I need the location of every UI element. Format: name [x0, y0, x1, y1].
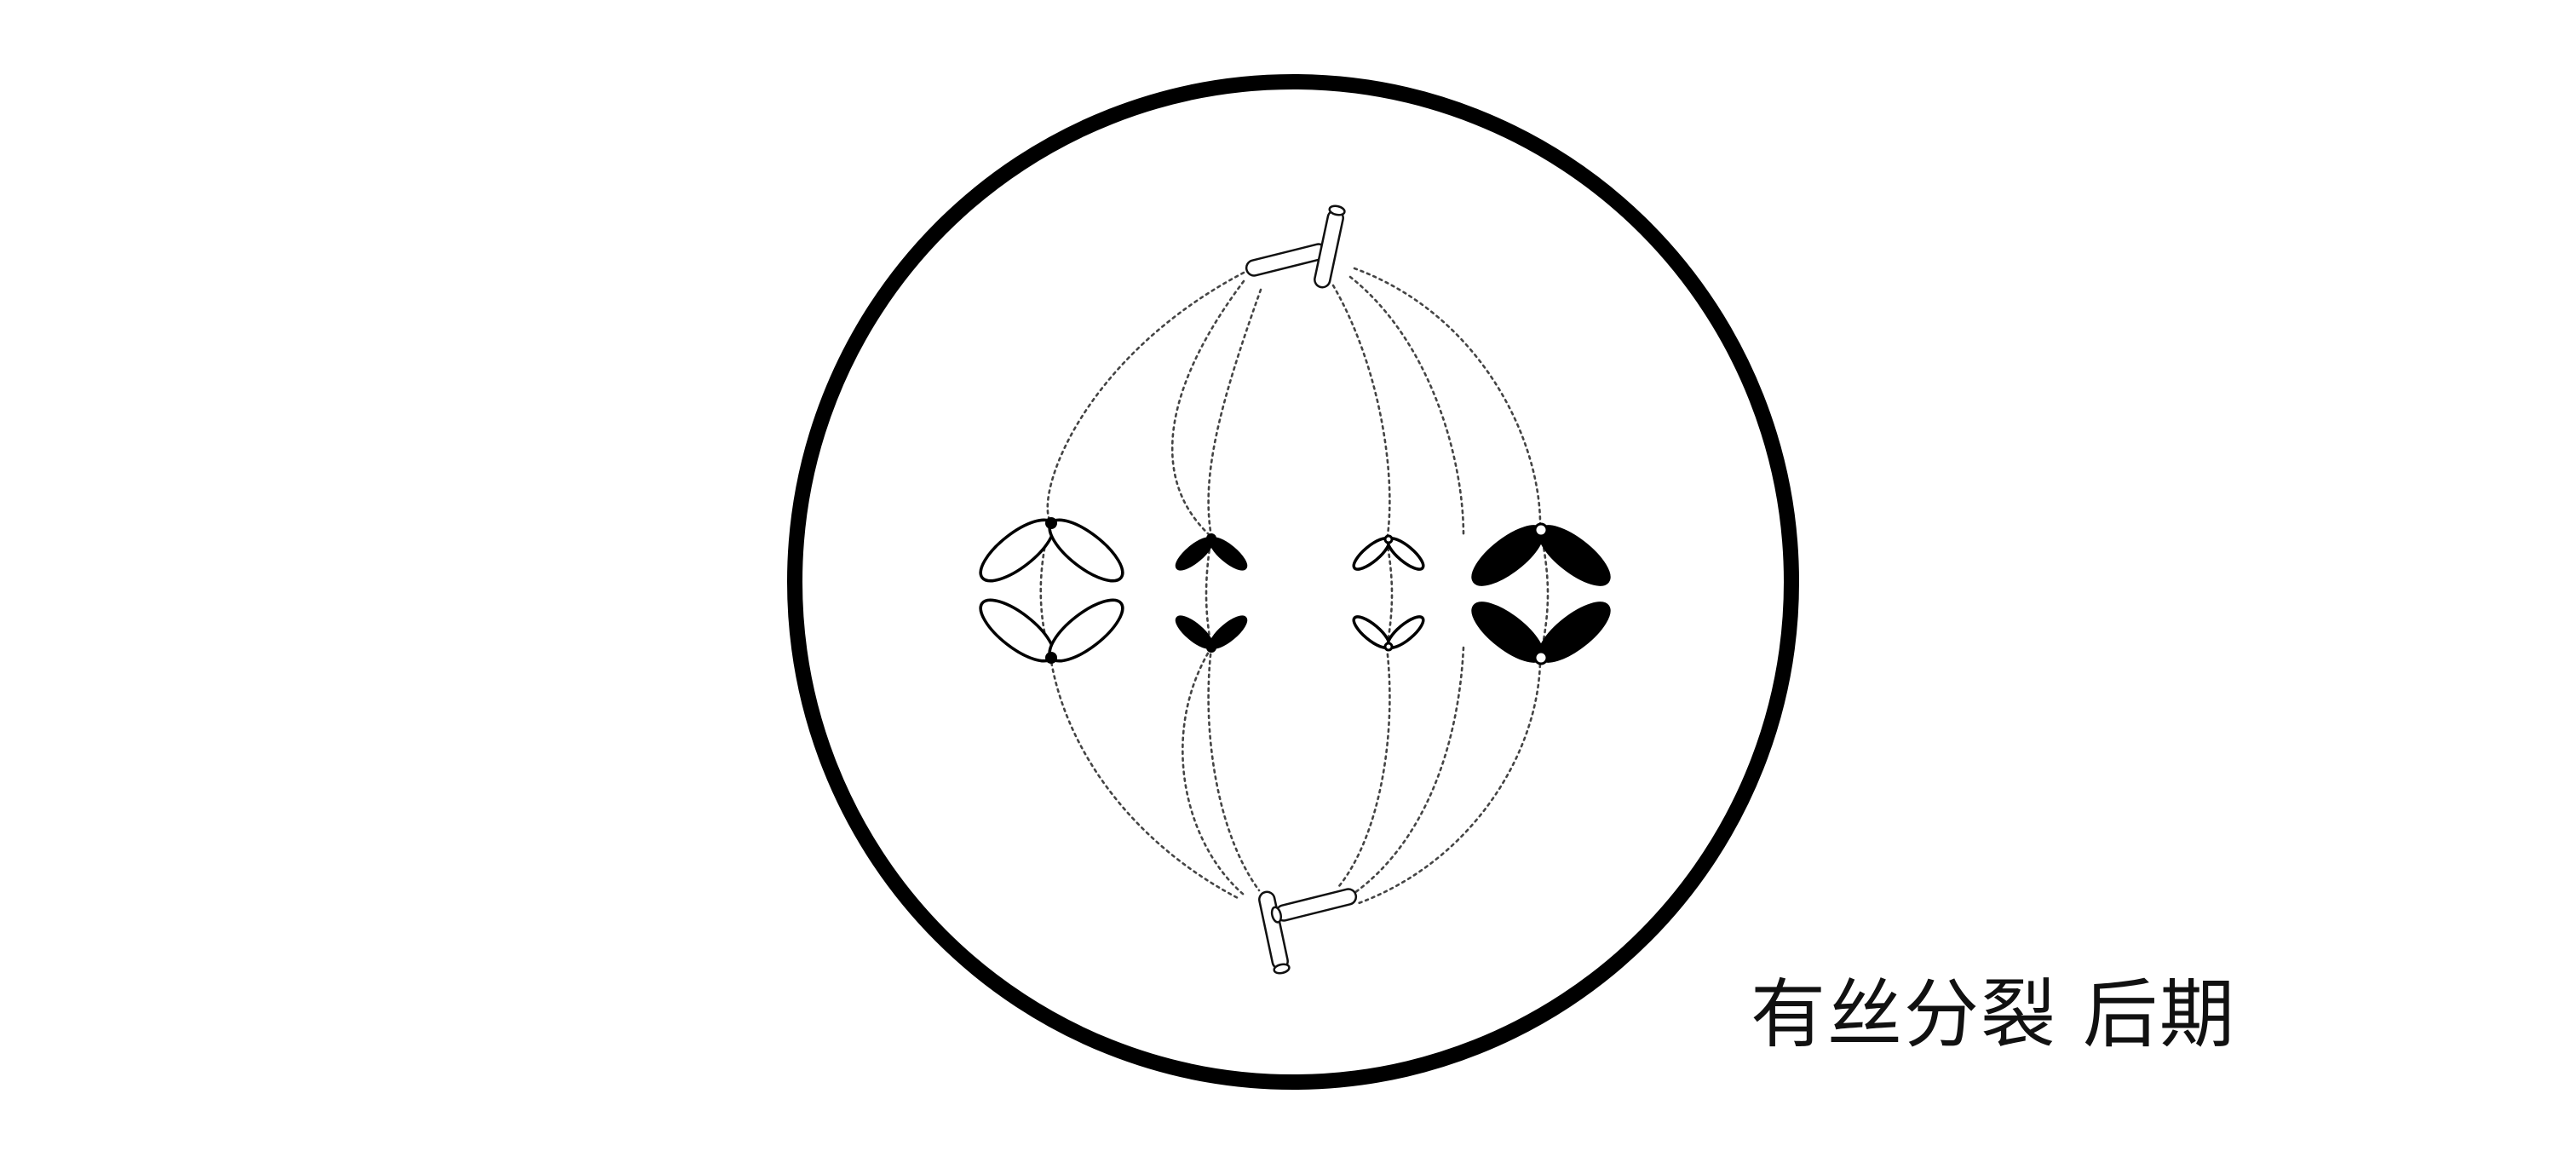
spindle-fiber	[1331, 284, 1391, 543]
spindle-fiber	[1049, 654, 1241, 901]
spindle-fiber	[1207, 646, 1261, 892]
diagram-caption: 有丝分裂 后期	[1751, 970, 2236, 1058]
spindle-fiber	[1353, 267, 1542, 530]
centriole-vertical-bottom	[1258, 890, 1291, 975]
centromere	[1045, 517, 1057, 529]
centromere	[1383, 642, 1394, 652]
chromosome-large-filled	[1471, 522, 1611, 665]
centriole-bottom	[1258, 888, 1358, 975]
spindle-fiber	[1385, 539, 1394, 649]
spindle-fiber	[1170, 279, 1245, 538]
spindle-fibers	[1039, 267, 1550, 905]
chromosome-small-filled	[1175, 533, 1248, 653]
spindle-fiber	[1182, 646, 1245, 896]
chromosome-large-open	[979, 517, 1124, 664]
cell-membrane	[787, 74, 1799, 1090]
centromere	[1206, 533, 1216, 544]
centromere	[1206, 642, 1216, 653]
spindle-fiber	[1353, 646, 1465, 895]
centromere	[1533, 650, 1549, 665]
chromosome-small-open	[1352, 534, 1425, 652]
centriole-horizontal-bottom	[1270, 888, 1358, 924]
spindle-fiber	[1207, 288, 1262, 538]
centriole-top	[1245, 204, 1346, 289]
centromere	[1383, 534, 1394, 544]
centriole-vertical-top	[1314, 204, 1346, 289]
spindle-fiber	[1046, 271, 1245, 523]
spindle-fiber	[1337, 646, 1391, 888]
spindle-fiber	[1357, 656, 1542, 905]
centromere	[1045, 652, 1057, 664]
centromere	[1533, 522, 1549, 538]
spindle-fiber	[1348, 275, 1465, 537]
